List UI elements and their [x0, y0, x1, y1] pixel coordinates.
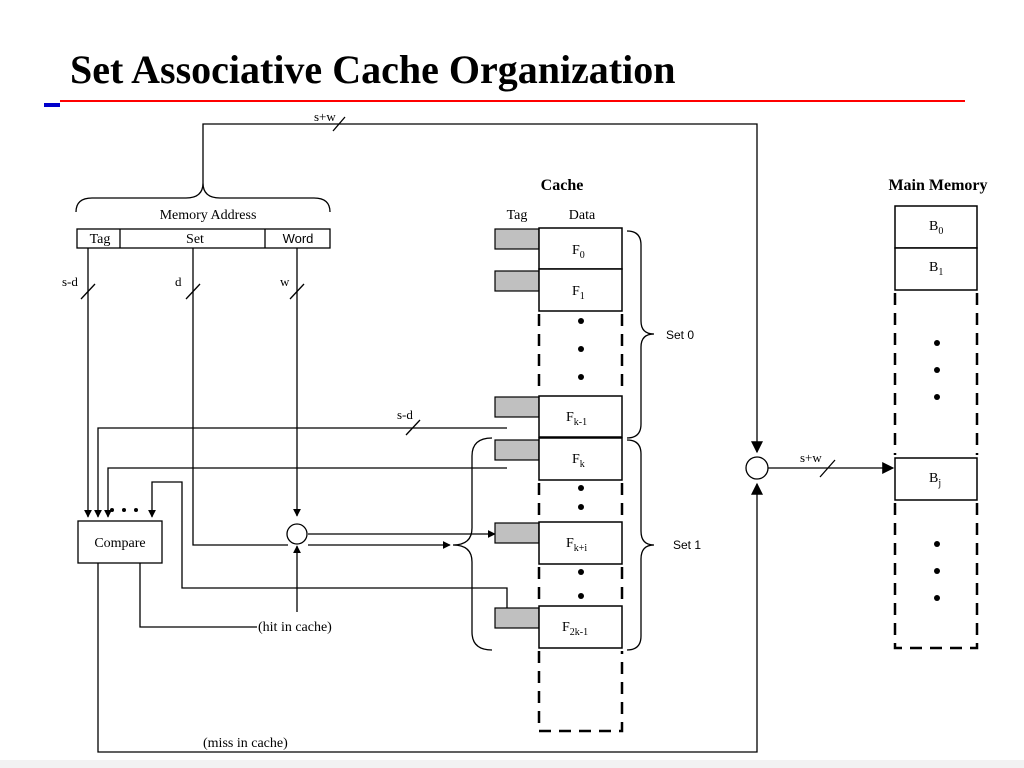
data-cell-kplusi	[538, 521, 623, 565]
set0-label: Set 0	[666, 328, 694, 342]
bottom-strip	[0, 760, 1024, 768]
address-field-set: Set	[186, 232, 204, 247]
memory-block-1	[894, 247, 978, 291]
cache-line-kplusi-label: Fk+i	[566, 536, 587, 554]
cache-data-header: Data	[569, 208, 596, 223]
compare-box	[77, 520, 163, 564]
address-field-tag: Tag	[90, 232, 111, 247]
memory-block-1-label: B1	[929, 260, 943, 278]
cache-gap-set1b	[537, 567, 624, 603]
tag-cell-2kminus1	[494, 607, 540, 629]
set-field-line	[192, 248, 288, 546]
miss-line	[97, 482, 763, 753]
data-cell-kminus1	[538, 395, 623, 438]
set1-left-brace	[452, 437, 493, 651]
cache-line-1-label: F1	[572, 284, 585, 302]
tag-cell-1	[494, 270, 540, 292]
cache-tag-bus-label: s-d	[397, 407, 413, 422]
tag-line-k	[104, 467, 507, 518]
tag-cell-0	[494, 228, 540, 250]
address-bus-label: s+w	[314, 109, 336, 124]
set-bus-label: d	[175, 274, 182, 289]
compare-label: Compare	[94, 536, 145, 551]
data-cell-1	[538, 268, 623, 312]
cache-tag-header: Tag	[507, 208, 528, 223]
accent-bar	[44, 103, 60, 107]
cache-gap-set1a	[537, 483, 624, 519]
cache-line-k-label: Fk	[572, 452, 585, 470]
data-cell-2kminus1	[538, 605, 623, 649]
main-memory-title: Main Memory	[888, 177, 987, 194]
hit-line	[139, 563, 257, 628]
hit-label: (hit in cache)	[258, 620, 332, 635]
tag-bus-label: s-d	[62, 274, 78, 289]
data-cell-0	[538, 227, 623, 270]
cache-line-kminus1-label: Fk-1	[566, 410, 587, 428]
memory-bus-label: s+w	[800, 450, 822, 465]
bus-slash	[332, 116, 346, 132]
set-selector-circle	[286, 523, 308, 545]
slide-title: Set Associative Cache Organization	[70, 47, 676, 92]
memory-block-j	[894, 457, 978, 501]
set0-brace	[626, 230, 655, 439]
word-bus-label: w	[280, 274, 290, 289]
miss-label: (miss in cache)	[203, 736, 288, 751]
address-bus-line	[202, 123, 763, 454]
set1-label: Set 1	[673, 538, 701, 552]
memory-address-label: Memory Address	[160, 208, 257, 223]
data-cell-k	[538, 437, 623, 481]
memory-selector-circle	[745, 456, 769, 480]
memory-gap-upper	[893, 293, 979, 455]
set1-brace	[626, 439, 655, 651]
memory-block-0-label: B0	[929, 219, 943, 237]
cache-line-2kminus1-label: F2k-1	[562, 620, 588, 638]
address-fields-box	[76, 228, 331, 249]
tag-cell-kminus1	[494, 396, 540, 418]
cache-title: Cache	[541, 177, 584, 194]
memory-tail	[893, 503, 979, 650]
tag-cell-kplusi	[494, 522, 540, 544]
address-field-word: Word	[283, 231, 314, 246]
title-rule	[60, 100, 965, 102]
tag-line-kminus1	[94, 427, 507, 518]
cache-line-0-label: F0	[572, 243, 585, 261]
tag-cell-k	[494, 439, 540, 461]
memory-block-j-label: Bj	[929, 471, 941, 489]
cache-tail	[537, 651, 624, 733]
tag-line-2kminus1	[148, 481, 508, 610]
cache-gap-set0	[537, 314, 624, 393]
